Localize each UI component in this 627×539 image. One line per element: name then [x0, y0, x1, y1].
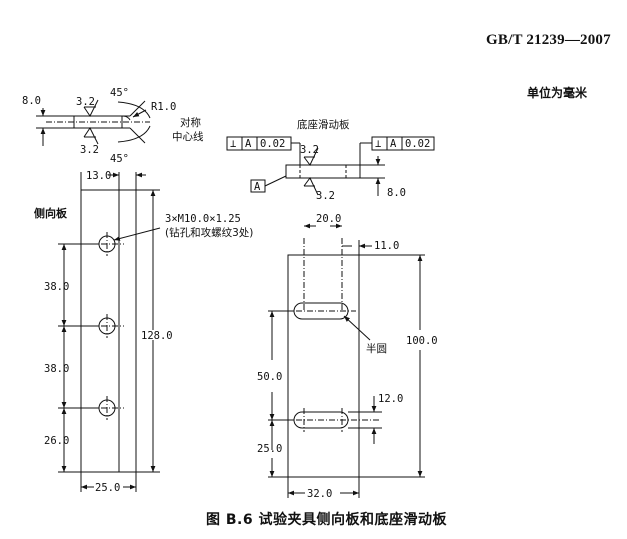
datum-label: A: [254, 181, 261, 193]
base-dim-25: 25.0: [257, 443, 282, 455]
symmetry-label: 对称: [180, 116, 201, 129]
base-plate-outline: [287, 254, 360, 478]
unit-note: 单位为毫米: [527, 86, 588, 100]
slide-rough-bottom: 3.2: [316, 190, 335, 202]
tol-left-sym: ⊥: [230, 138, 236, 150]
tol-right-ref: A: [390, 138, 397, 150]
semicircle-label: 半圆: [366, 342, 387, 355]
slide-thickness: 8.0: [387, 187, 406, 199]
side-plate: [58, 172, 161, 492]
standard-number: GB/T 21239—2007: [486, 32, 611, 48]
base-slide-detail: [226, 136, 435, 196]
base-dim-50: 50.0: [257, 371, 282, 383]
angle-top: 45°: [110, 87, 129, 99]
side-dim-128: 128.0: [141, 330, 173, 342]
tol-left-val: 0.02: [260, 138, 285, 150]
base-plate: [268, 223, 425, 498]
thread-note: (钻孔和攻螺纹3处): [165, 226, 253, 239]
base-dim-12: 12.0: [378, 393, 403, 405]
thread-spec: 3×M10.0×1.25: [165, 213, 241, 225]
base-dim-20: 20.0: [316, 213, 341, 225]
base-slide-title: 底座滑动板: [297, 118, 350, 131]
dim-8-left: 8.0: [22, 95, 41, 107]
side-dim-38a: 38.0: [44, 281, 69, 293]
angle-bottom: 45°: [110, 153, 129, 165]
centerline-label: 中心线: [172, 130, 204, 143]
roughness-top: 3.2: [76, 96, 95, 108]
tol-right-sym: ⊥: [375, 138, 381, 150]
tol-right-val: 0.02: [405, 138, 430, 150]
slide-rough-top: 3.2: [300, 144, 319, 156]
side-plate-title: 侧向板: [34, 206, 68, 220]
tol-left-ref: A: [245, 138, 252, 150]
figure-caption: 图 B.6 试验夹具侧向板和底座滑动板: [206, 512, 447, 528]
side-dim-38b: 38.0: [44, 363, 69, 375]
side-dim-25: 25.0: [95, 482, 120, 494]
edge-detail: [36, 99, 151, 146]
base-dim-100: 100.0: [406, 335, 438, 347]
side-dim-26: 26.0: [44, 435, 69, 447]
side-plate-outline: [80, 189, 137, 473]
radius-label: R1.0: [151, 101, 176, 113]
side-dim-13: 13.0: [86, 170, 111, 182]
base-dim-32: 32.0: [307, 488, 332, 500]
base-dim-11: 11.0: [374, 240, 399, 252]
roughness-bottom: 3.2: [80, 144, 99, 156]
